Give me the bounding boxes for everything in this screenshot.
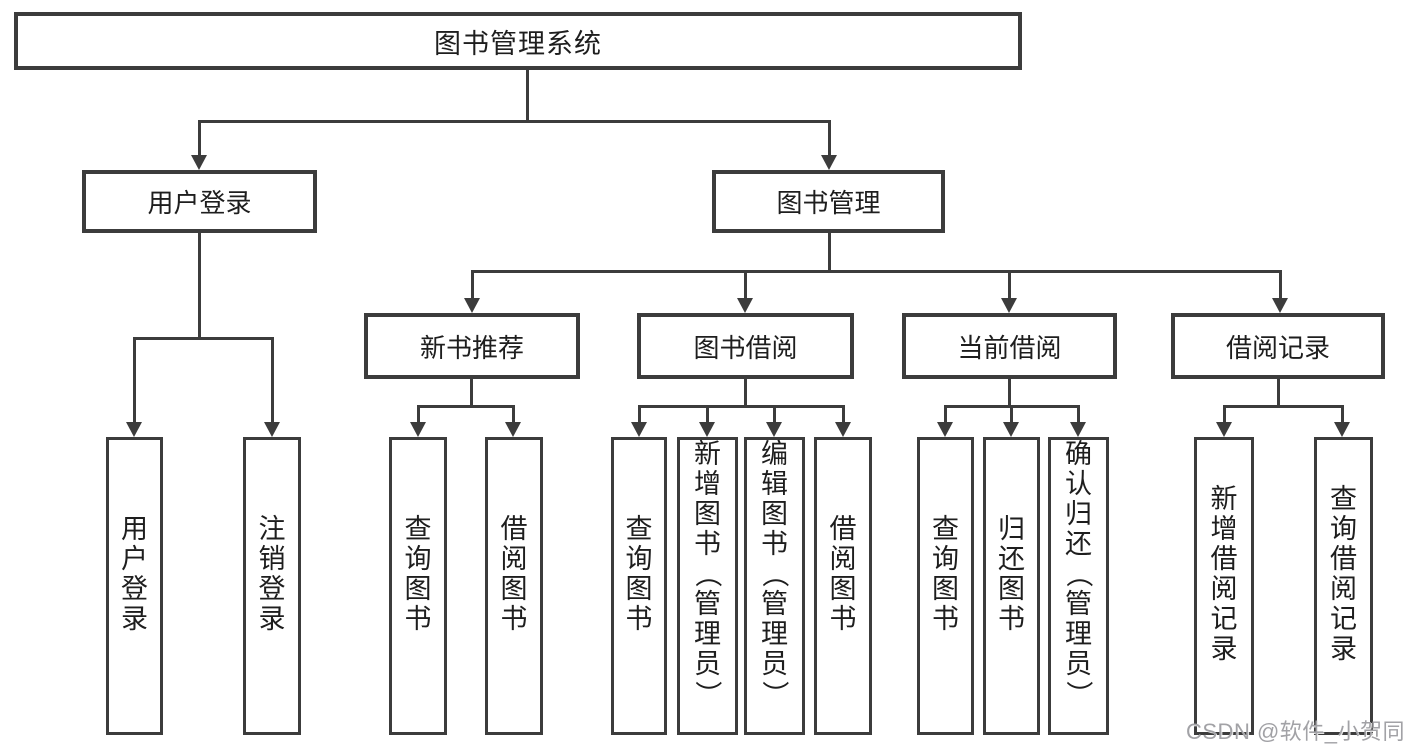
node-label: 当前借阅 <box>957 332 1062 363</box>
arrow-down-icon <box>737 298 753 313</box>
node-new-book-recommend: 新书推荐 <box>364 313 580 379</box>
leaf-borrowing-query-books: 查询图书 <box>611 437 667 735</box>
connector-leaf-drop <box>512 405 515 424</box>
arrow-down-icon <box>1003 422 1019 437</box>
leaf-borrowing-add-books-admin: 新增图书（管理员） <box>677 437 738 735</box>
connector-user-login-rail <box>133 337 274 340</box>
arrow-down-icon <box>264 422 280 437</box>
node-label: 借阅记录 <box>1225 332 1330 363</box>
leaf-records-add-record: 新增借阅记录 <box>1194 437 1254 735</box>
arrow-down-icon <box>631 422 647 437</box>
node-current-borrowing: 当前借阅 <box>902 313 1117 379</box>
node-borrow-records: 借阅记录 <box>1171 313 1385 379</box>
connector-leaf-drop <box>773 405 776 424</box>
connector-to-new-books <box>471 270 474 300</box>
connector-leaf-drop <box>944 405 947 424</box>
connector-leaf-drop <box>1341 405 1344 424</box>
node-book-borrowing: 图书借阅 <box>637 313 854 379</box>
arrow-down-icon <box>1070 422 1086 437</box>
arrow-down-icon <box>1216 422 1232 437</box>
connector-to-book-mgmt <box>828 120 831 156</box>
connector-leaf-drop <box>1223 405 1226 424</box>
arrow-down-icon <box>937 422 953 437</box>
connector-records-stem <box>1277 379 1280 407</box>
leaf-newbooks-borrow-books: 借阅图书 <box>485 437 543 735</box>
node-label: 图书借阅 <box>693 332 798 363</box>
connector-to-records <box>1279 270 1282 300</box>
arrow-down-icon <box>410 422 426 437</box>
connector-current-stem <box>1008 379 1011 407</box>
connector-borrowing-stem <box>744 379 747 407</box>
node-label: 新书推荐 <box>419 332 524 363</box>
connector-level2-rail <box>198 120 831 123</box>
node-label: 图书管理系统 <box>434 28 602 59</box>
leaf-current-query-books: 查询图书 <box>917 437 974 735</box>
node-book-management: 图书管理 <box>712 170 945 233</box>
arrow-down-icon <box>1334 422 1350 437</box>
connector-to-user-login <box>198 120 201 156</box>
connector-leaf-drop <box>706 405 709 424</box>
connector-to-logout-leaf <box>271 337 274 423</box>
connector-leaf-drop <box>1077 405 1080 424</box>
arrow-down-icon <box>699 422 715 437</box>
arrow-down-icon <box>464 298 480 313</box>
arrow-down-icon <box>126 422 142 437</box>
leaf-records-query-record: 查询借阅记录 <box>1314 437 1373 735</box>
connector-to-borrowing <box>744 270 747 300</box>
leaf-user-login: 用户登录 <box>106 437 163 735</box>
connector-leaf-drop <box>1010 405 1013 424</box>
node-user-login: 用户登录 <box>82 170 317 233</box>
connector-user-login-stem <box>198 233 201 337</box>
connector-records-rail <box>1223 405 1343 408</box>
arrow-down-icon <box>821 155 837 170</box>
connector-new-books-stem <box>470 379 473 407</box>
arrow-down-icon <box>766 422 782 437</box>
arrow-down-icon <box>1001 298 1017 313</box>
connector-leaf-drop <box>842 405 845 424</box>
connector-leaf-drop <box>417 405 420 424</box>
leaf-current-return-books: 归还图书 <box>983 437 1040 735</box>
arrow-down-icon <box>505 422 521 437</box>
arrow-down-icon <box>191 155 207 170</box>
leaf-logout: 注销登录 <box>243 437 301 735</box>
node-label: 用户登录 <box>147 188 252 218</box>
connector-to-current <box>1008 270 1011 300</box>
watermark: CSDN @软件_小贺同学 <box>1186 719 1405 744</box>
leaf-current-confirm-return-admin: 确认归还（管理员） <box>1048 437 1109 735</box>
connector-level3-rail <box>471 270 1282 273</box>
connector-new-books-rail <box>417 405 515 408</box>
connector-book-mgmt-stem <box>828 233 831 272</box>
node-library-management-system: 图书管理系统 <box>14 12 1022 70</box>
connector-to-login-leaf <box>133 337 136 423</box>
node-label: 图书管理 <box>776 188 881 218</box>
connector-root-stem <box>526 70 529 122</box>
connector-borrowing-rail <box>638 405 844 408</box>
leaf-borrowing-edit-books-admin: 编辑图书（管理员） <box>744 437 805 735</box>
arrow-down-icon <box>835 422 851 437</box>
connector-leaf-drop <box>638 405 641 424</box>
arrow-down-icon <box>1272 298 1288 313</box>
leaf-newbooks-query-books: 查询图书 <box>389 437 447 735</box>
leaf-borrowing-borrow-books: 借阅图书 <box>814 437 872 735</box>
